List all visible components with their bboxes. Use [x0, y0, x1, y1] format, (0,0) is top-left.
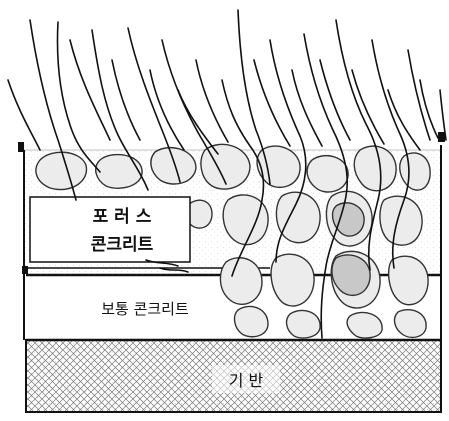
- aggregate-stones-shaded: [331, 202, 371, 297]
- base-layer: 기 반: [25, 339, 442, 413]
- base-label: 기 반: [229, 371, 264, 390]
- aggregate-stones: [35, 143, 431, 339]
- porous-concrete-label-line2: 콘크리트: [91, 235, 154, 255]
- normal-concrete-label: 보통 콘크리트: [101, 300, 189, 318]
- plant-roots: [7, 9, 447, 339]
- porous-concrete-label-line1: 포 러 스: [93, 207, 152, 227]
- porous-concrete-layer: 포 러 스 콘크리트: [18, 132, 445, 412]
